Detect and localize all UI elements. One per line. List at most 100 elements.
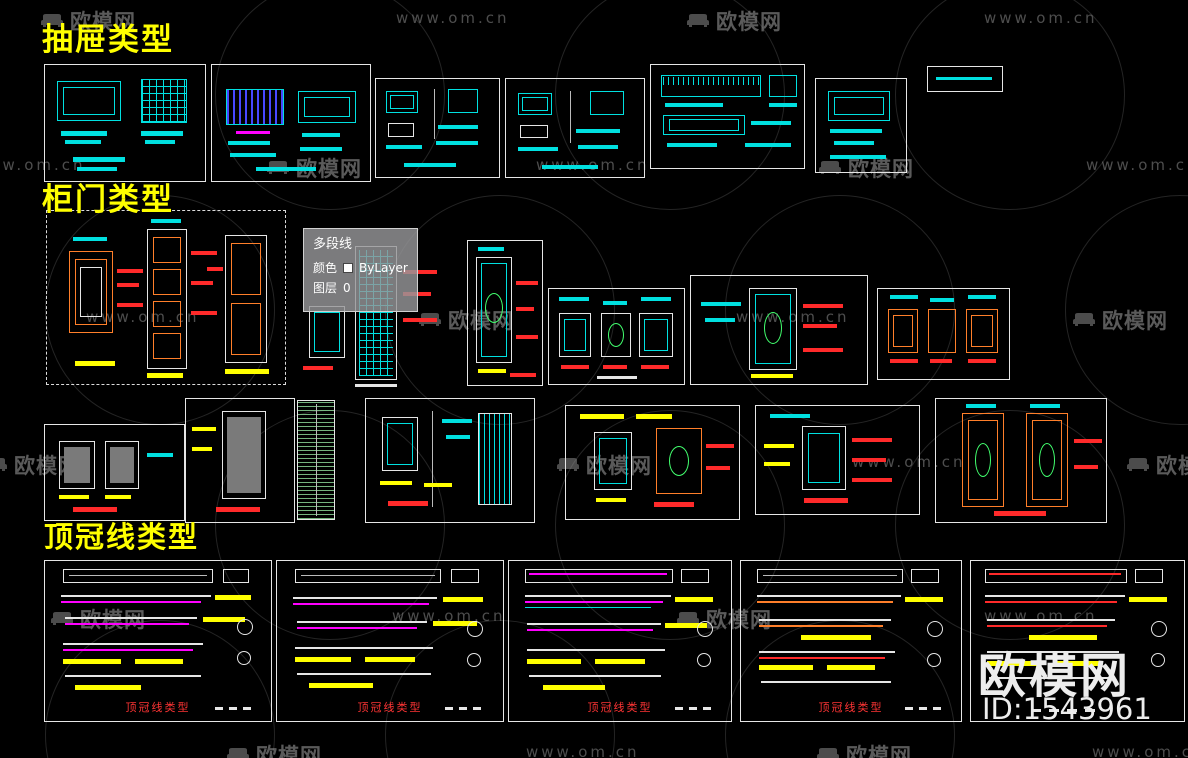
tooltip-title: 多段线 (313, 237, 353, 252)
cad-shape (147, 453, 173, 457)
cad-shape (516, 281, 538, 285)
cad-shape (403, 318, 437, 322)
cad-shape (597, 376, 637, 379)
cad-shape (636, 414, 672, 419)
cad-shape (667, 143, 717, 147)
watermark-brand: 欧模网 (818, 153, 914, 183)
door-panel-dashed[interactable] (46, 210, 286, 385)
cad-shape (596, 498, 626, 502)
cad-shape (601, 313, 631, 357)
watermark-brand: 欧模网 (1126, 450, 1188, 480)
cad-shape (516, 335, 538, 339)
cad-shape (595, 659, 645, 664)
cad-shape (141, 131, 183, 136)
cad-shape (966, 309, 998, 353)
cad-shape (769, 75, 797, 97)
tooltip-layer-value: 0 (343, 281, 351, 296)
cad-shape (225, 369, 269, 374)
cad-shape (834, 141, 874, 145)
cad-shape (968, 359, 996, 363)
crown-panel-1[interactable]: 顶冠线类型 (44, 560, 272, 722)
drawer-panel-3[interactable] (375, 78, 500, 178)
cad-shape (590, 91, 624, 115)
watermark-url: www.om.cn (852, 453, 966, 471)
crown-panel-3[interactable]: 顶冠线类型 (508, 560, 732, 722)
cad-shape (243, 707, 251, 710)
drawer-panel-1[interactable] (44, 64, 206, 182)
cad-shape (207, 267, 223, 271)
cad-shape (1129, 597, 1167, 602)
cad-shape (527, 659, 581, 664)
door-panel-5[interactable] (877, 288, 1010, 380)
door-panel-8[interactable] (365, 398, 535, 523)
door-panel-9[interactable] (565, 405, 740, 520)
cad-shape (706, 466, 730, 470)
cad-shape (1073, 313, 1095, 326)
cad-shape (893, 315, 913, 347)
cad-shape (559, 313, 591, 357)
sofa-icon (0, 453, 8, 477)
cad-shape (757, 601, 893, 603)
watermark-brand-text: 欧模网 (80, 608, 146, 632)
color-swatch-icon (343, 263, 354, 274)
drawer-panel-7[interactable] (927, 66, 1003, 92)
cad-shape (687, 14, 709, 27)
cad-shape (75, 685, 141, 690)
cad-shape (576, 129, 620, 133)
watermark-brand-text: 欧模网 (256, 744, 322, 758)
cad-shape (309, 683, 373, 688)
door-free-1[interactable] (297, 400, 335, 520)
cad-shape (293, 597, 437, 599)
watermark-brand: 欧模网 (556, 450, 652, 480)
drawer-panel-5[interactable] (650, 64, 805, 169)
cad-shape (527, 629, 653, 631)
cad-shape (293, 603, 429, 605)
crown-panel-2[interactable]: 顶冠线类型 (276, 560, 504, 722)
cad-shape (701, 302, 741, 306)
crown-caption: 顶冠线类型 (357, 701, 423, 714)
cad-shape (687, 14, 709, 27)
door-panel-2[interactable] (467, 240, 543, 386)
cad-shape (64, 447, 90, 483)
crown-panel-4[interactable]: 顶冠线类型 (740, 560, 962, 722)
watermark-brand: 欧模网 (226, 740, 322, 758)
cad-shape (661, 75, 761, 97)
door-panel-3[interactable] (548, 288, 685, 385)
cad-shape (451, 569, 479, 583)
cad-shape (467, 653, 481, 667)
background-arc (215, 0, 445, 210)
door-panel-4[interactable] (690, 275, 868, 385)
cad-shape (665, 103, 723, 107)
drawer-panel-4[interactable] (505, 78, 645, 178)
cad-shape (442, 419, 472, 423)
cad-shape (0, 458, 7, 471)
cad-shape (641, 297, 671, 301)
drawer-panel-6[interactable] (815, 78, 907, 173)
drawer-panel-2[interactable] (211, 64, 371, 182)
crown-panel-5[interactable] (970, 560, 1185, 722)
cad-shape (226, 89, 284, 125)
cad-shape (135, 659, 183, 664)
cad-shape (228, 141, 270, 145)
door-panel-11[interactable] (935, 398, 1107, 523)
cad-shape (65, 617, 197, 619)
cad-shape (147, 373, 183, 378)
watermark-url: www.om.cn (0, 156, 86, 174)
cad-shape (1039, 443, 1055, 477)
cad-shape (355, 384, 397, 387)
polyline-tooltip: 多段线 颜色 ByLayer 图层 0 (303, 228, 418, 312)
cad-shape (911, 569, 939, 583)
crown-caption: 顶冠线类型 (125, 701, 191, 714)
door-panel-10[interactable] (755, 405, 920, 515)
door-panel-6[interactable] (44, 424, 185, 521)
cad-shape (994, 511, 1046, 516)
cad-shape (1151, 653, 1165, 667)
cad-shape (75, 259, 107, 325)
door-panel-7[interactable] (185, 398, 295, 523)
cad-shape (303, 366, 333, 370)
cad-shape (1135, 569, 1163, 583)
sofa-icon (1072, 308, 1096, 332)
cad-shape (237, 619, 253, 635)
cad-shape (525, 601, 663, 603)
